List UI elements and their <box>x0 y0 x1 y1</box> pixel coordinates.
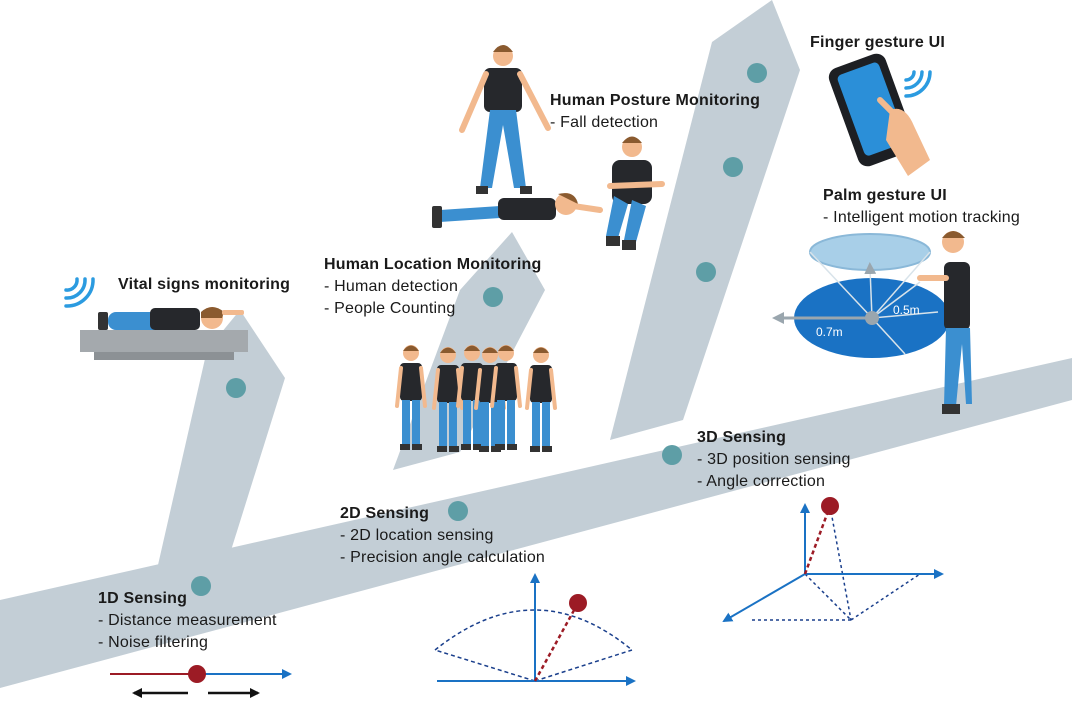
1d-sensing-label: 1D Sensing - Distance measurement - Nois… <box>98 588 277 654</box>
wifi-signal-icon <box>904 70 932 98</box>
human-posture-label: Human Posture Monitoring - Fall detectio… <box>550 90 760 134</box>
vital-signs-illustration <box>64 277 248 360</box>
finger-gesture-label: Finger gesture UI <box>810 32 945 54</box>
application-item: - Intelligent motion tracking <box>823 209 1021 226</box>
standing-person <box>459 45 551 194</box>
milestone-dot <box>483 287 503 307</box>
person-figure <box>525 347 557 452</box>
palm-gesture-illustration: 0.5m 0.7m <box>772 231 972 414</box>
stage-title: 2D Sensing <box>340 505 430 522</box>
application-title: Human Posture Monitoring <box>550 92 761 109</box>
palm-gesture-label: Palm gesture UI - Intelligent motion tra… <box>823 185 1020 229</box>
target-point <box>821 497 839 515</box>
finger-gesture-illustration <box>828 53 932 176</box>
application-title: Finger gesture UI <box>810 34 945 51</box>
stage-title: 1D Sensing <box>98 590 188 607</box>
stage-item: - Distance measurement <box>98 612 277 629</box>
stage-item: - Noise filtering <box>98 634 209 651</box>
milestone-dot <box>696 262 716 282</box>
application-item: - Human detection <box>324 278 459 295</box>
stage-item: - 3D position sensing <box>697 451 851 468</box>
2d-sensing-illustration <box>434 573 636 686</box>
milestone-dots <box>191 63 767 596</box>
2d-sensing-label: 2D Sensing - 2D location sensing - Preci… <box>340 503 545 569</box>
target-point <box>569 594 587 612</box>
human-location-label: Human Location Monitoring - Human detect… <box>324 254 541 320</box>
3d-sensing-illustration <box>722 497 944 623</box>
milestone-dot <box>191 576 211 596</box>
gesturing-person <box>917 231 972 414</box>
application-title: Human Location Monitoring <box>324 256 542 273</box>
3d-sensing-label: 3D Sensing - 3D position sensing - Angle… <box>697 427 851 493</box>
distance-inner-label: 0.5m <box>893 303 920 317</box>
person-figure <box>490 345 522 450</box>
target-point <box>188 665 206 683</box>
vital-signs-label: Vital signs monitoring <box>118 274 290 296</box>
stage-item: - 2D location sensing <box>340 527 494 544</box>
fallen-person <box>432 193 603 228</box>
application-title: Palm gesture UI <box>823 187 947 204</box>
milestone-dot <box>662 445 682 465</box>
stage-item: - Angle correction <box>697 473 826 490</box>
milestone-dot <box>226 378 246 398</box>
posture-illustration <box>432 45 665 250</box>
wifi-signal-icon <box>64 277 95 308</box>
1d-sensing-illustration <box>110 665 292 698</box>
application-title: Vital signs monitoring <box>118 276 291 293</box>
milestone-dot <box>448 501 468 521</box>
application-item: - Fall detection <box>550 114 659 131</box>
people-group-illustration <box>395 345 557 452</box>
person-figure <box>395 345 427 450</box>
sitting-person <box>606 136 665 250</box>
milestone-dot <box>723 157 743 177</box>
milestone-dot <box>747 63 767 83</box>
stage-title: 3D Sensing <box>697 429 787 446</box>
distance-outer-label: 0.7m <box>816 325 843 339</box>
stage-item: - Precision angle calculation <box>340 549 546 566</box>
application-item: - People Counting <box>324 300 456 317</box>
